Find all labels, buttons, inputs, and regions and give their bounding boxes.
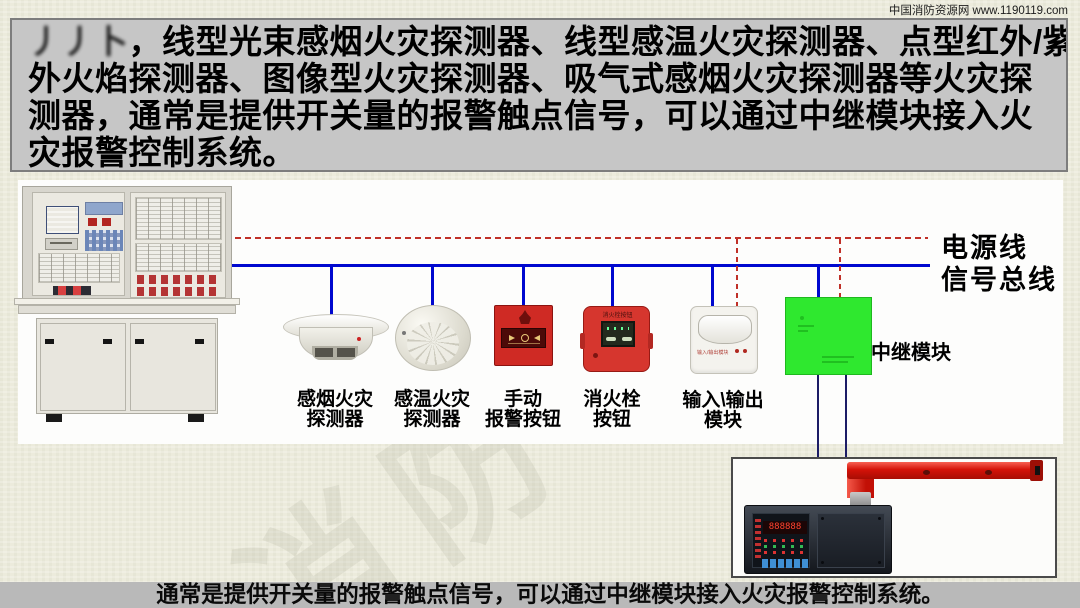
io-module-label: 输入\输出 模块 <box>682 390 764 431</box>
relay-module-image <box>785 297 872 375</box>
drop-hydrant <box>611 266 614 309</box>
power-line <box>225 237 928 239</box>
power-line-label: 电源线 <box>941 233 1028 263</box>
press-point-icon <box>521 334 529 342</box>
drop-manual <box>522 266 525 307</box>
intro-blurred-prefix: 丿丿卜 <box>28 23 129 60</box>
lcd-screen <box>46 206 79 234</box>
keypad <box>85 230 123 251</box>
arrow-icon <box>509 335 515 341</box>
signal-bus-line <box>225 264 930 267</box>
hydrant-button-image: 消火栓按钮 <box>580 306 653 372</box>
io-module-image: 输入/输出模块 <box>690 306 758 374</box>
site-credit: 中国消防资源网 www.1190119.com <box>888 5 1068 17</box>
door-handle <box>45 339 54 344</box>
fire-alarm-control-panel <box>14 186 240 432</box>
io-led <box>735 349 739 353</box>
console-left-panel <box>32 192 125 296</box>
caption-text: 通常是提供开关量的报警触点信号，可以通过中继模块接入火灾报警控制系统。 <box>156 582 944 607</box>
sampling-hole <box>923 470 930 475</box>
red-button-row-1 <box>137 275 220 284</box>
indicator-strip <box>85 202 123 215</box>
indicator-bank-1 <box>135 197 222 240</box>
cabinet-door-left <box>40 323 126 411</box>
aspirating-display: 888888 <box>763 521 807 534</box>
intro-line-1: 丿丿卜，线型光束感烟火灾探测器、线型感温火灾探测器、点型红外/紫 <box>28 23 1068 60</box>
relay-module-label: 中继模块 <box>871 342 951 364</box>
cabinet-console <box>22 186 232 300</box>
caption-bar: 通常是提供开关量的报警触点信号，可以通过中继模块接入火灾报警控制系统。 <box>0 582 1080 608</box>
heat-detector-image <box>395 305 471 371</box>
intro-text-box: 丿丿卜，线型光束感烟火灾探测器、线型感温火灾探测器、点型红外/紫 外火焰探测器、… <box>10 18 1068 172</box>
io-module-print: 输入/输出模块 <box>697 350 729 356</box>
pipe-connector <box>850 492 871 507</box>
drop-relay <box>817 266 820 298</box>
flame-icon <box>519 310 531 324</box>
indicator-bank-2 <box>135 243 222 272</box>
alarm-led <box>357 337 361 341</box>
drop-io <box>711 266 714 308</box>
door-handle <box>103 339 112 344</box>
drop-heat <box>431 266 434 306</box>
power-drop-relay <box>839 239 841 298</box>
hydrant-button-label: 消火栓 按钮 <box>583 389 641 430</box>
control-face: 888888 <box>752 513 810 568</box>
heat-detector-label: 感温火灾 探测器 <box>393 389 470 430</box>
intro-line-3: 测器，通常是提供开关量的报警触点信号，可以通过中继模块接入火 <box>28 97 1033 134</box>
red-buttons <box>88 218 112 226</box>
cabinet-door-right <box>130 323 216 411</box>
drop-smoke <box>330 266 333 316</box>
console-right-panel <box>130 192 226 298</box>
unit-cover <box>817 513 885 568</box>
door-handle <box>195 339 204 344</box>
led-row <box>764 545 806 548</box>
red-button-row-2 <box>137 287 220 296</box>
cabinet-desk-apron <box>18 305 236 314</box>
aspirating-detector-photo: 888888 <box>731 457 1057 578</box>
aspirating-detector-unit: 888888 <box>744 505 892 574</box>
cabinet-foot <box>46 414 62 422</box>
hydrant-button-title: 消火栓按钮 <box>602 313 633 319</box>
status-strip <box>53 286 91 295</box>
cabinet-base <box>36 318 218 414</box>
io-led <box>743 349 747 353</box>
relay-output-line-1 <box>817 374 819 458</box>
pipe-end-cap <box>1030 460 1043 481</box>
power-drop-io <box>736 239 738 307</box>
signal-bus-label: 信号总线 <box>941 265 1057 295</box>
intro-line-4: 灾报警控制系统。 <box>28 134 296 171</box>
door-handle <box>135 339 144 344</box>
relay-output-line-2 <box>845 374 847 458</box>
sampling-hole <box>985 470 992 475</box>
cabinet-foot <box>188 414 204 422</box>
sampling-pipe <box>847 462 1033 479</box>
led-row <box>764 551 806 554</box>
unit-buttons <box>762 559 810 568</box>
indicator-columns-left <box>38 253 120 283</box>
arrow-icon <box>534 335 540 341</box>
intro-line-2: 外火焰探测器、图像型火灾探测器、吸气式感烟火灾探测器等火灾探 <box>28 60 1033 97</box>
smoke-detector-image <box>283 312 389 368</box>
printer-slot <box>45 238 78 250</box>
manual-call-point-image <box>494 305 553 366</box>
cabinet-desk <box>14 298 240 305</box>
smoke-detector-label: 感烟火灾 探测器 <box>296 389 373 430</box>
led-row <box>764 539 806 542</box>
manual-call-point-label: 手动 报警按钮 <box>484 389 561 430</box>
